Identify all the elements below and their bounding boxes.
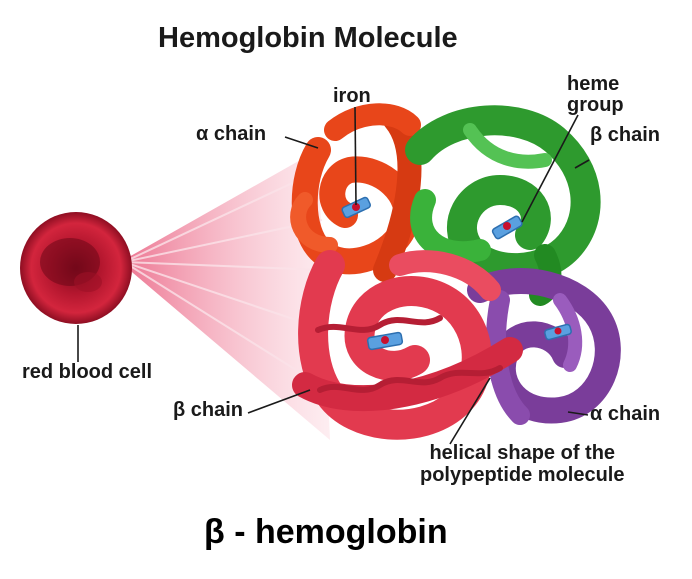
diagram-caption: β - hemoglobin <box>204 513 448 551</box>
heme-label-line2: group <box>567 94 624 116</box>
helical-shape-label: helical shape of the polypeptide molecul… <box>420 442 624 486</box>
red-blood-cell <box>20 212 132 324</box>
alpha-chain-top <box>290 103 422 282</box>
heme-group-label: heme group <box>567 74 624 116</box>
helix-label-line1: helical shape of the <box>429 442 616 464</box>
helix-label-line2: polypeptide molecule <box>420 464 625 486</box>
cone-rays <box>123 169 329 391</box>
beta-chain-bottom-label: β chain <box>173 399 243 421</box>
heme-label-line1: heme <box>567 73 620 95</box>
beta-chain-top-label: β chain <box>590 124 660 146</box>
iron-label: iron <box>333 85 371 107</box>
alpha-chain-bottom-label: α chain <box>590 403 661 425</box>
red-blood-cell-label: red blood cell <box>22 361 153 383</box>
beta-chain-bottom <box>292 250 523 440</box>
diagram-title: Hemoglobin Molecule <box>158 22 458 54</box>
alpha-chain-top-label: α chain <box>196 123 267 145</box>
leader-lines <box>77 106 590 445</box>
iron-atom-icons <box>352 203 562 344</box>
